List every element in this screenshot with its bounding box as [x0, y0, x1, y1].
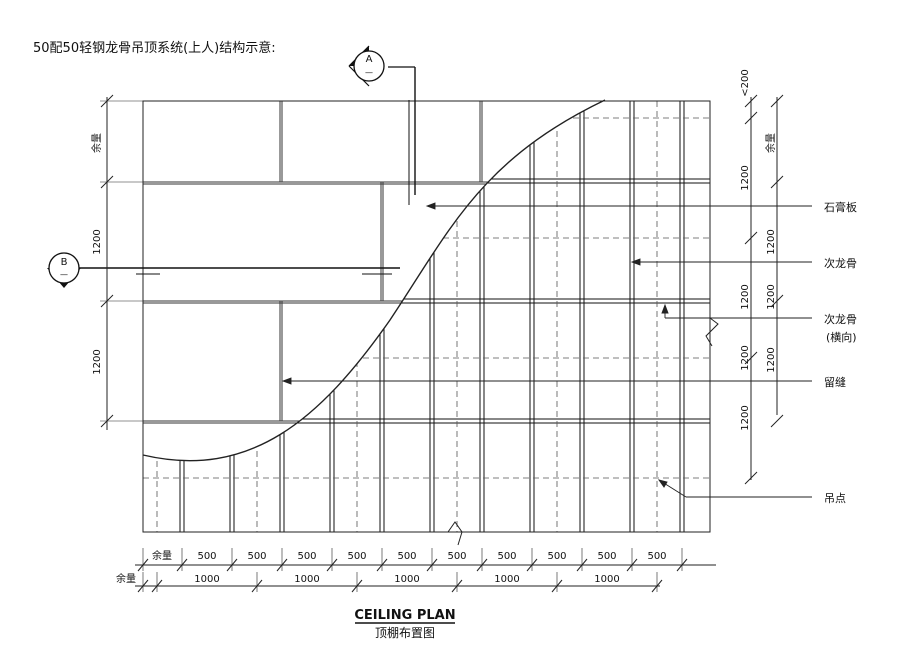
right-outer-dim: 1200: [766, 347, 777, 372]
secondary-keel: [629, 100, 635, 532]
callout-group: [281, 202, 812, 498]
bottom-dim-row1: 500: [397, 551, 416, 562]
gypsum-board-panels: [143, 101, 605, 461]
right-outer-dim: 1200: [766, 229, 777, 254]
callout-hanging-point: 吊点: [824, 492, 846, 505]
callout-secondary-keel: 次龙骨: [824, 256, 857, 270]
caption-chinese: 顶棚布置图: [375, 625, 435, 640]
secondary-keel: [429, 100, 435, 532]
bottom-dim-row2-label: 余量: [116, 572, 136, 585]
secondary-keel: [329, 100, 335, 532]
dim-tick: [744, 94, 758, 108]
callout-gypsum-board: 石膏板: [824, 200, 857, 214]
break-symbol-right: [705, 317, 719, 347]
bottom-dim-row1: 500: [197, 551, 216, 562]
cut-curve: [142, 99, 606, 462]
section-a-letter: A: [366, 54, 373, 65]
secondary-keel: [679, 100, 685, 532]
right-inner-dim: 1200: [740, 345, 751, 370]
bottom-dim-row1: 500: [447, 551, 466, 562]
right-top-dim: <200: [740, 69, 751, 96]
bottom-dim-row1: 500: [597, 551, 616, 562]
page-title: 50配50轻钢龙骨吊顶系统(上人)结构示意:: [33, 41, 276, 56]
section-b-letter: B: [61, 257, 68, 268]
left-dimension-chain: 余量 1200 1200: [90, 94, 143, 430]
bottom-dim-row1: 500: [647, 551, 666, 562]
callout-horizontal-note: (横向): [826, 330, 857, 344]
right-inner-dim: 1200: [740, 284, 751, 309]
keel-grid: [143, 100, 710, 532]
section-a-sub: —: [365, 68, 373, 77]
dim-tick: [770, 94, 784, 108]
secondary-keel: [229, 100, 235, 532]
dim-tick: [770, 294, 784, 308]
bottom-dim-row1: 500: [497, 551, 516, 562]
bottom-dim-row2: 1000: [294, 574, 319, 585]
dim-tick: [770, 414, 784, 428]
right-dimension-chain: <200 余量 1200 1200 1200 1200 1200 1200 12…: [740, 69, 784, 485]
secondary-keel: [529, 100, 535, 532]
section-marker-a: A —: [348, 45, 416, 205]
dim-tick: [770, 175, 784, 189]
callout-joint-gap: 留缝: [824, 375, 846, 389]
secondary-keel: [579, 100, 585, 532]
dim-tick: [744, 111, 758, 125]
bottom-dim-row1: 500: [297, 551, 316, 562]
break-symbol-bottom: [447, 521, 463, 546]
callout-secondary-keel-horizontal: 次龙骨: [824, 312, 857, 326]
caption-english: CEILING PLAN: [354, 608, 455, 623]
secondary-keel: [179, 100, 185, 532]
right-outer-dim: 1200: [766, 284, 777, 309]
right-outer-dim: 余量: [764, 133, 777, 153]
secondary-keel: [379, 100, 385, 532]
bottom-dim-row1: 500: [547, 551, 566, 562]
dim-tick: [744, 231, 758, 245]
dim-tick: [744, 351, 758, 365]
bottom-dim-row2: 1000: [194, 574, 219, 585]
bottom-dim-row1: 余量: [152, 549, 172, 562]
bottom-dim-row2: 1000: [594, 574, 619, 585]
bottom-dim-row2: 1000: [494, 574, 519, 585]
bottom-dimension-chain: [135, 548, 716, 593]
ceiling-outline: [142, 100, 711, 533]
right-inner-dim: 1200: [740, 405, 751, 430]
bottom-dim-row2: 1000: [394, 574, 419, 585]
secondary-keel-horizontal: [143, 418, 710, 424]
bottom-dim-row1: 500: [247, 551, 266, 562]
left-dim-label: 余量: [90, 133, 103, 153]
bottom-dim-row1: 500: [347, 551, 366, 562]
dim-tick: [744, 471, 758, 485]
left-dim-label: 1200: [92, 229, 103, 254]
right-inner-dim: 1200: [740, 165, 751, 190]
secondary-keel-horizontal: [143, 298, 710, 304]
left-dim-label: 1200: [92, 349, 103, 374]
section-marker-b: B —: [47, 252, 400, 288]
section-b-sub: —: [60, 270, 68, 279]
